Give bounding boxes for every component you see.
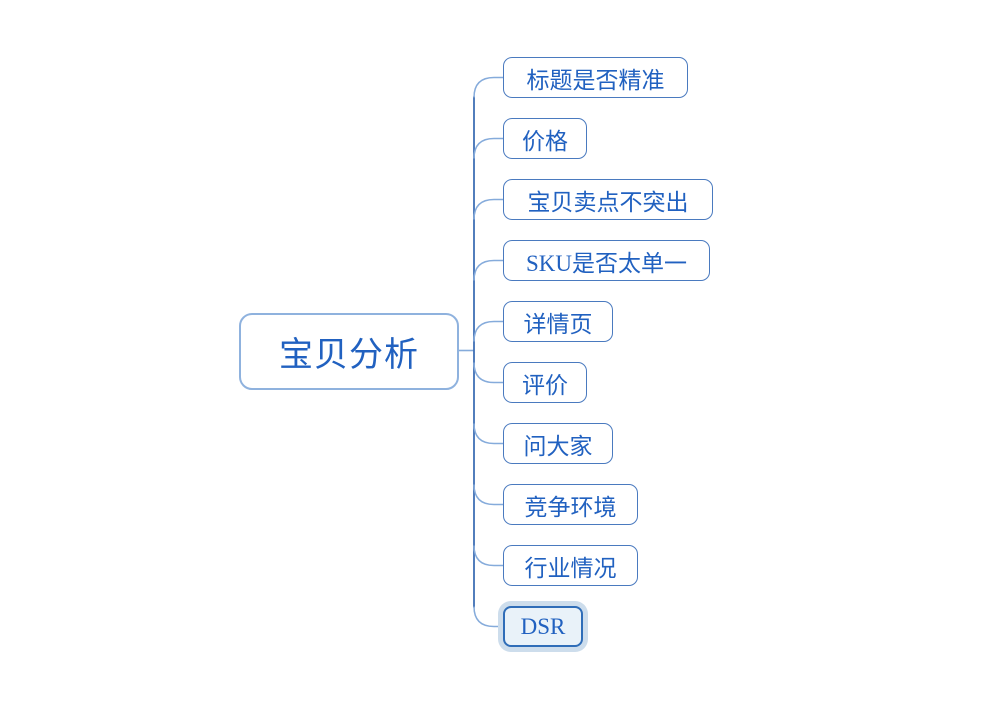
subtopic-competition[interactable]: 竞争环境 [503,484,638,525]
branch-connector [473,362,503,384]
branch-connector [473,423,503,445]
branch-connector [473,484,503,506]
subtopic-title-precision[interactable]: 标题是否精准 [503,57,688,98]
branch-connector [473,606,503,628]
branch-connector [473,259,503,281]
subtopic-sku[interactable]: SKU是否太单一 [503,240,710,281]
subtopic-detail-page[interactable]: 详情页 [503,301,613,342]
root-topic[interactable]: 宝贝分析 [239,313,459,390]
subtopic-selling-points[interactable]: 宝贝卖点不突出 [503,179,713,220]
branch-connector [473,545,503,567]
subtopic-dsr[interactable]: DSR [503,606,583,647]
branch-connector [473,198,503,220]
subtopic-price[interactable]: 价格 [503,118,587,159]
subtopic-reviews[interactable]: 评价 [503,362,587,403]
subtopic-ask-everyone[interactable]: 问大家 [503,423,613,464]
branch-connector [473,320,503,342]
branch-connector [473,137,503,159]
branch-connector [473,76,503,98]
subtopic-industry[interactable]: 行业情况 [503,545,638,586]
